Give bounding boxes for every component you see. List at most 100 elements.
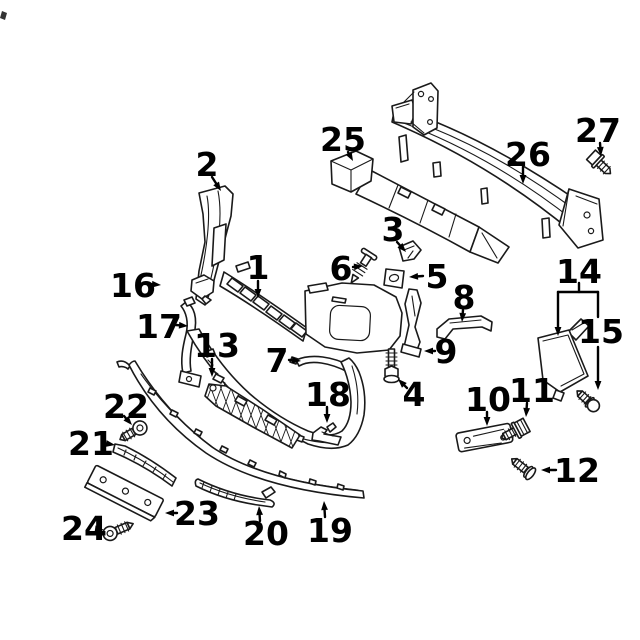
callout-arrowhead — [208, 368, 216, 377]
callout-15: 15 — [578, 312, 624, 351]
part-number-label: 21 — [68, 424, 114, 463]
part-21-support-slat — [112, 443, 177, 487]
part-number-label: 20 — [243, 514, 289, 553]
part-20-side-molding — [194, 478, 276, 508]
callout-18: 18 — [305, 375, 351, 423]
callout-arrowhead — [523, 407, 531, 417]
part-5-retainer — [383, 268, 405, 289]
callout-layer: 1234567891011121314151617181920212223242… — [61, 111, 624, 553]
part-number-label: 14 — [556, 252, 602, 291]
callout-arrowhead — [94, 525, 104, 533]
part-number-label: 26 — [505, 135, 551, 174]
part-6-push-pin — [350, 247, 378, 284]
callout-arrowhead — [424, 347, 433, 355]
callout-arrowhead — [165, 509, 174, 517]
part-24-screw — [102, 521, 134, 542]
corner-artifact — [0, 11, 7, 20]
part-number-label: 11 — [509, 371, 555, 410]
callout-arrowhead — [397, 243, 406, 252]
part-8-side-bracket — [436, 315, 493, 340]
callout-6: 6 — [330, 249, 363, 288]
part-14-guard-flap — [537, 318, 590, 402]
callout-arrowhead — [105, 440, 115, 447]
callout-arrowhead — [541, 466, 550, 474]
part-number-label: 4 — [403, 375, 426, 414]
part-number-label: 19 — [307, 511, 353, 550]
callout-13: 13 — [194, 326, 240, 377]
callout-1: 1 — [247, 248, 270, 298]
part-number-label: 22 — [103, 387, 149, 426]
part-number-label: 8 — [453, 278, 476, 317]
callout-arrowhead — [291, 356, 301, 364]
part-number-label: 1 — [247, 248, 270, 287]
callout-23: 23 — [165, 494, 220, 533]
callout-arrowhead — [483, 417, 491, 426]
callout-arrowhead — [213, 181, 221, 191]
callout-arrowhead — [151, 280, 161, 288]
part-12-screw — [510, 457, 537, 481]
callout-16: 16 — [110, 266, 161, 305]
part-26-impact-bar — [391, 82, 604, 249]
part-number-label: 9 — [435, 332, 458, 371]
part-number-label: 3 — [382, 210, 405, 249]
callout-20: 20 — [243, 506, 289, 553]
part-17-side-support — [178, 296, 202, 388]
callout-arrowhead — [409, 272, 419, 280]
part-3-bracket — [398, 240, 422, 262]
part-18-bracket — [311, 422, 342, 446]
part-number-label: 13 — [194, 326, 240, 365]
callout-19: 19 — [307, 501, 353, 550]
callout-arrowhead — [519, 175, 527, 184]
callout-arrowhead — [459, 312, 467, 322]
part-number-label: 6 — [330, 249, 353, 288]
part-number-label: 7 — [266, 341, 289, 380]
callout-arrowhead — [353, 263, 363, 271]
callout-arrowhead — [256, 506, 263, 516]
part-22-screw — [119, 420, 148, 442]
part-number-label: 18 — [305, 375, 351, 414]
part-number-label: 15 — [578, 312, 624, 351]
callout-5: 5 — [409, 257, 448, 296]
callout-10: 10 — [465, 380, 511, 426]
callout-arrowhead — [554, 327, 562, 336]
part-25-energy-absorber — [330, 150, 510, 264]
part-number-label: 27 — [575, 111, 621, 150]
part-27-screw — [585, 149, 612, 175]
callout-17: 17 — [136, 307, 188, 346]
part-11-bolt — [501, 417, 531, 441]
part-number-label: 24 — [61, 509, 107, 548]
callout-4: 4 — [398, 375, 425, 414]
callout-12: 12 — [541, 451, 600, 490]
callout-26: 26 — [505, 135, 551, 184]
part-9-side-bracket — [400, 288, 422, 358]
callout-arrowhead — [323, 414, 331, 423]
callout-arrowhead — [594, 381, 602, 390]
callout-arrowhead — [596, 146, 604, 156]
callout-arrowhead — [345, 151, 353, 161]
callout-14: 14 — [554, 252, 602, 390]
callout-22: 22 — [103, 387, 149, 426]
part-19-lower-lip — [116, 360, 365, 499]
callout-24: 24 — [61, 509, 107, 548]
part-number-label: 25 — [320, 120, 366, 159]
callout-25: 25 — [320, 120, 366, 161]
part-number-label: 10 — [465, 380, 511, 419]
callout-27: 27 — [575, 111, 621, 156]
part-number-label: 5 — [426, 257, 449, 296]
callout-arrowhead — [254, 289, 262, 298]
callout-8: 8 — [453, 278, 476, 322]
part-number-label: 16 — [110, 266, 156, 305]
part-number-label: 12 — [554, 451, 600, 490]
callout-11: 11 — [509, 371, 555, 417]
callout-arrowhead — [321, 501, 328, 511]
callout-arrowhead — [178, 321, 188, 329]
part-1-bumper-cover — [219, 261, 403, 354]
part-number-label: 2 — [196, 145, 219, 184]
callout-arrowhead — [398, 379, 407, 388]
callout-arrowhead — [123, 416, 132, 425]
part-number-label: 23 — [174, 494, 220, 533]
callout-7: 7 — [266, 341, 301, 380]
part-15-screw — [576, 390, 601, 413]
